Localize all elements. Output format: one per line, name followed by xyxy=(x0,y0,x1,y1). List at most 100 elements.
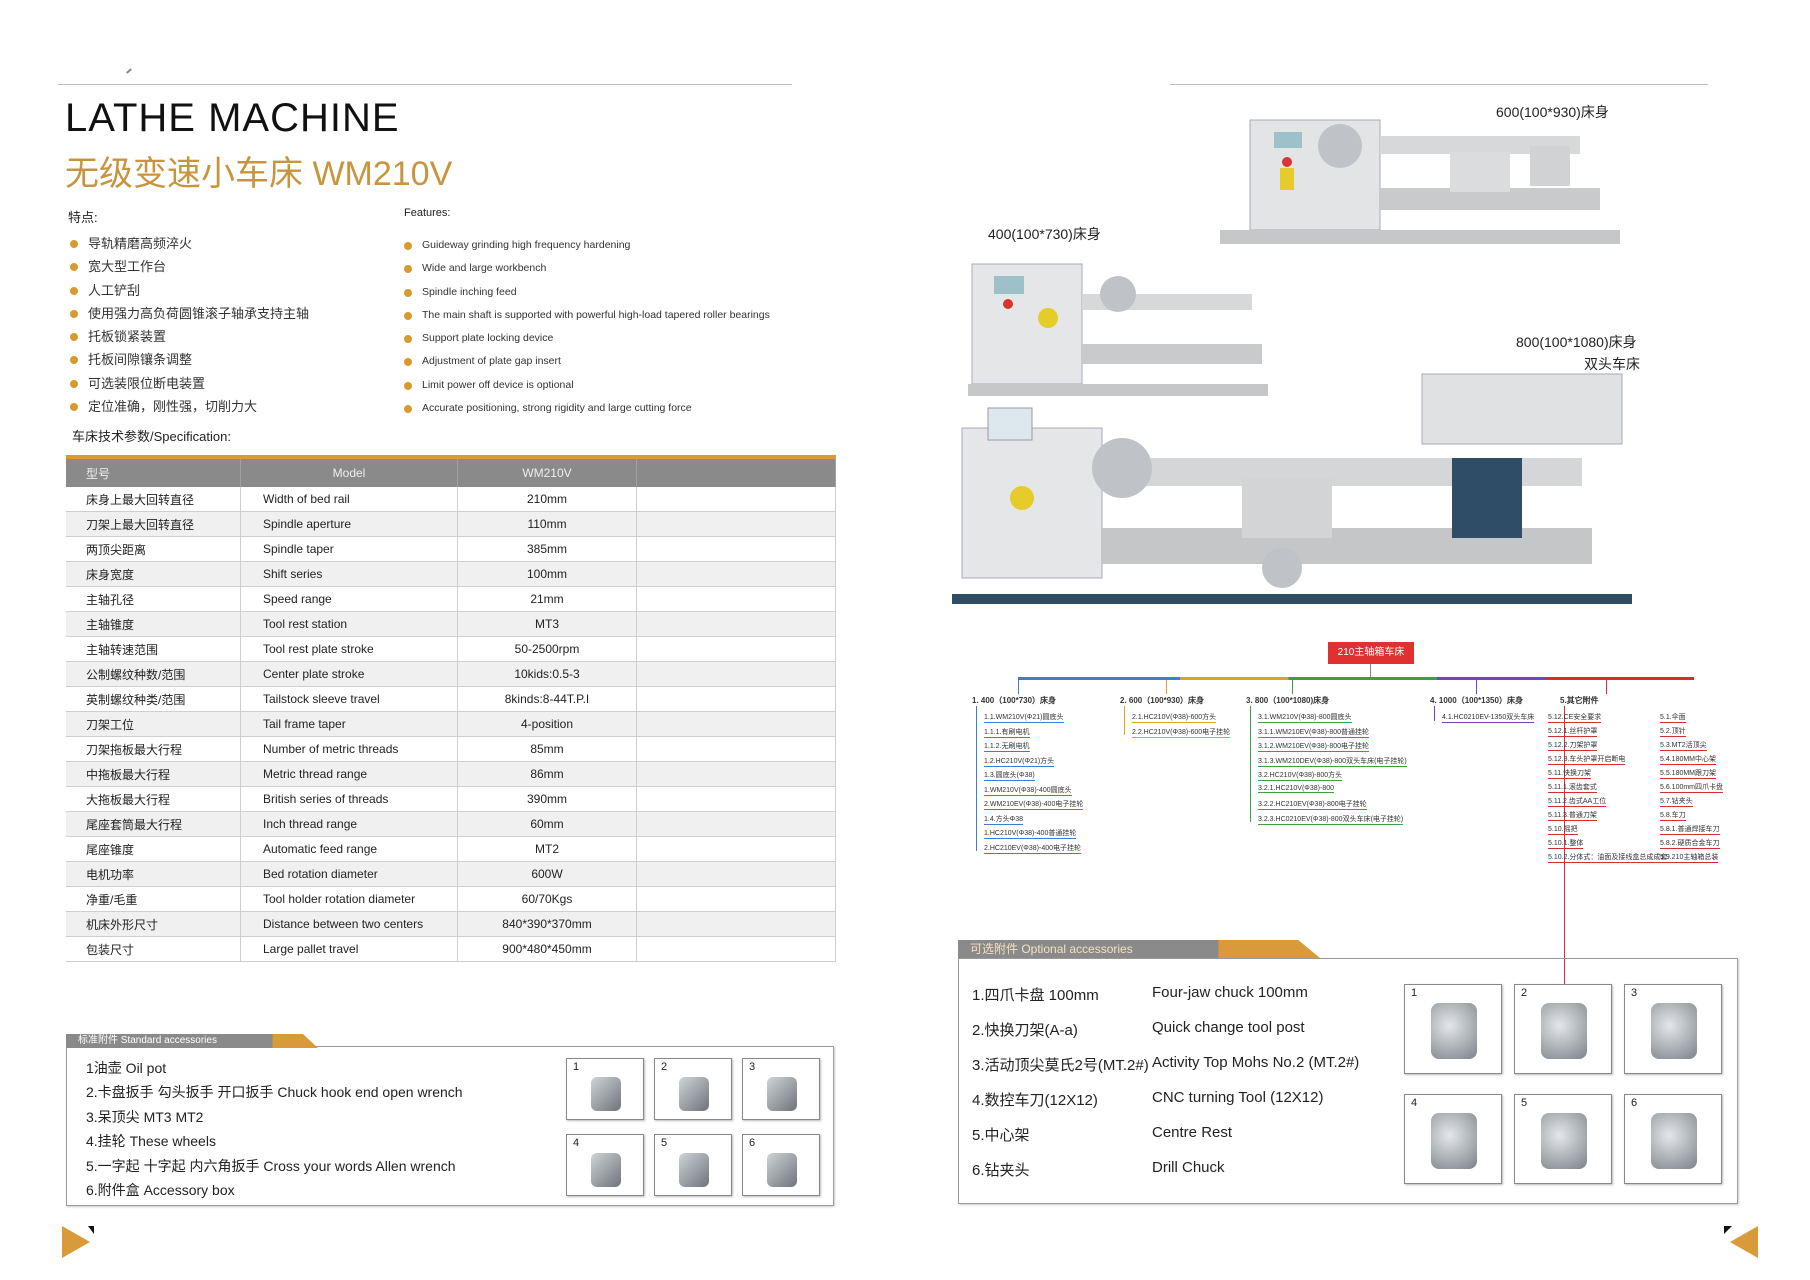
spec-cell-value: 60mm xyxy=(457,811,637,837)
tree-item: 3.1.2.WM210EV(Φ38)-800电子挂轮 xyxy=(1258,743,1370,752)
spec-cell-en: British series of threads xyxy=(240,786,458,812)
standard-accessories-box xyxy=(66,1046,834,1206)
feature-item-en: Accurate positioning, strong rigidity an… xyxy=(404,397,770,420)
feature-item-cn: 宽大型工作台 xyxy=(70,255,309,278)
tree-item: 5.1.伞面 xyxy=(1660,714,1686,723)
spec-cell-en: Width of bed rail xyxy=(240,487,458,512)
tree-item: 3.1.WM210V(Φ38)-800圆底头 xyxy=(1258,714,1352,723)
tile-number: 1 xyxy=(1411,987,1418,999)
spec-cell-value: 840*390*370mm xyxy=(457,911,637,937)
spec-cell-en: Tool rest plate stroke xyxy=(240,636,458,662)
spec-cell-cn: 主轴锥度 xyxy=(66,611,241,637)
standard-accessory-image: 4 xyxy=(566,1134,644,1196)
tree-item: 5.11.1.滚齿套式 xyxy=(1548,784,1597,793)
standard-accessory-item: 2.卡盘扳手 勾头扳手 开口扳手 Chuck hook end open wre… xyxy=(86,1084,463,1101)
spec-cell-en: Tool holder rotation diameter xyxy=(240,886,458,912)
tree-item: 5.12.CE安全要求 xyxy=(1548,714,1602,723)
standard-accessory-item: 3.呆顶尖 MT3 MT2 xyxy=(86,1108,204,1125)
tree-item: 5.11.2.齿式AA工位 xyxy=(1548,798,1607,807)
spec-cell-en: Shift series xyxy=(240,561,458,587)
spec-cell-en: Speed range xyxy=(240,586,458,612)
spec-cell-en: Number of metric threads xyxy=(240,736,458,762)
optional-accessory-en: Centre Rest xyxy=(1152,1124,1233,1141)
tick-mark xyxy=(126,68,132,74)
tree-item: 5.8.车刀 xyxy=(1660,812,1686,821)
tree-item: 5.6.100mm四爪卡盘 xyxy=(1660,784,1724,793)
tile-number: 3 xyxy=(749,1061,756,1073)
optional-accessory-en: Four-jaw chuck 100mm xyxy=(1152,984,1308,1001)
features-list-en: Guideway grinding high frequency hardeni… xyxy=(404,234,770,420)
tree-branch-line xyxy=(1434,706,1435,721)
tree-item: 2.1.HC210V(Φ38)-600方头 xyxy=(1132,714,1217,723)
tree-item: 1.1.WM210V(Φ21)圆底头 xyxy=(984,714,1064,723)
spec-cell-blank xyxy=(636,861,836,887)
tile-number: 5 xyxy=(661,1137,668,1149)
spec-cell-value: 600W xyxy=(457,861,637,887)
spec-cell-blank xyxy=(636,811,836,837)
tree-item: 5.11.3.普通刀架 xyxy=(1548,812,1597,821)
spec-cell-cn: 刀架上最大回转直径 xyxy=(66,511,241,537)
optional-accessory-image: 6 xyxy=(1624,1094,1722,1184)
tree-branch-connector xyxy=(1292,680,1293,694)
accessory-picture xyxy=(591,1077,621,1111)
tile-number: 5 xyxy=(1521,1097,1528,1109)
standard-accessory-item: 1油壶 Oil pot xyxy=(86,1060,167,1076)
spec-cell-cn: 包装尺寸 xyxy=(66,936,241,962)
tree-branch-title: 2. 600（100*930）床身 xyxy=(1120,696,1205,705)
feature-item-cn: 托板间隙镶条调整 xyxy=(70,348,309,371)
spec-cell-en: Inch thread range xyxy=(240,811,458,837)
optional-accessory-cn: 6.钻夹头 xyxy=(972,1162,1030,1179)
accessory-picture xyxy=(1651,1003,1697,1059)
spec-cell-blank xyxy=(636,686,836,712)
tree-trunk xyxy=(1018,677,1694,680)
standard-accessory-item: 4.挂轮 These wheels xyxy=(86,1133,216,1150)
page-subtitle-cn: 无级变速小车床 WM210V xyxy=(65,155,453,193)
feature-item-en: The main shaft is supported with powerfu… xyxy=(404,304,770,327)
tree-item: 5.2.顶针 xyxy=(1660,728,1686,737)
accessory-picture xyxy=(1541,1003,1587,1059)
tree-item: 5.9.210主轴箱总装 xyxy=(1660,854,1719,863)
spec-header-blank xyxy=(636,457,836,487)
tree-item: 3.2.HC210V(Φ38)-800方头 xyxy=(1258,772,1343,781)
spec-cell-cn: 尾座锥度 xyxy=(66,836,241,862)
spec-label: 车床技术参数/Specification: xyxy=(72,429,231,444)
accessory-picture xyxy=(1431,1113,1477,1169)
spec-cell-blank xyxy=(636,761,836,787)
accessory-picture xyxy=(767,1153,797,1187)
tree-branch-line xyxy=(1124,706,1125,735)
standard-accessory-item: 5.一字起 十字起 内六角扳手 Cross your words Allen w… xyxy=(86,1157,456,1174)
tree-item: 5.12.1.丝杆护罩 xyxy=(1548,728,1598,737)
optional-accessory-image: 4 xyxy=(1404,1094,1502,1184)
features-heading-cn: 特点: xyxy=(68,210,98,225)
optional-accessory-cn: 3.活动顶尖莫氏2号(MT.2#) xyxy=(972,1057,1149,1074)
tree-item: 5.10.2.分体式：油面及接线盒总成成套 xyxy=(1548,854,1668,863)
accessory-picture xyxy=(591,1153,621,1187)
feature-item-cn: 人工铲刮 xyxy=(70,279,309,302)
spec-cell-cn: 公制螺纹种数/范围 xyxy=(66,661,241,687)
standard-accessory-item: 6.附件盒 Accessory box xyxy=(86,1182,235,1198)
feature-item-cn: 导轨精磨高频淬火 xyxy=(70,232,309,255)
spec-cell-value: 86mm xyxy=(457,761,637,787)
tree-item: 1.1.2.无刷电机 xyxy=(984,743,1030,752)
standard-accessory-image: 5 xyxy=(654,1134,732,1196)
tree-root-connector xyxy=(1370,664,1371,678)
accessory-picture xyxy=(1651,1113,1697,1169)
tree-branch-title: 1. 400（100*730）床身 xyxy=(972,696,1057,705)
tree-item: 5.8.2.硬质合金车刀 xyxy=(1660,840,1720,849)
spec-cell-blank xyxy=(636,636,836,662)
tree-branch-title: 4. 1000（100*1350）床身 xyxy=(1430,696,1523,705)
tree-branch-title: 5.其它附件 xyxy=(1560,696,1599,705)
optional-accessories-box xyxy=(958,958,1738,1204)
tile-number: 2 xyxy=(661,1061,668,1073)
spec-cell-cn: 床身上最大回转直径 xyxy=(66,487,241,512)
tile-number: 2 xyxy=(1521,987,1528,999)
feature-item-cn: 托板锁紧装置 xyxy=(70,325,309,348)
